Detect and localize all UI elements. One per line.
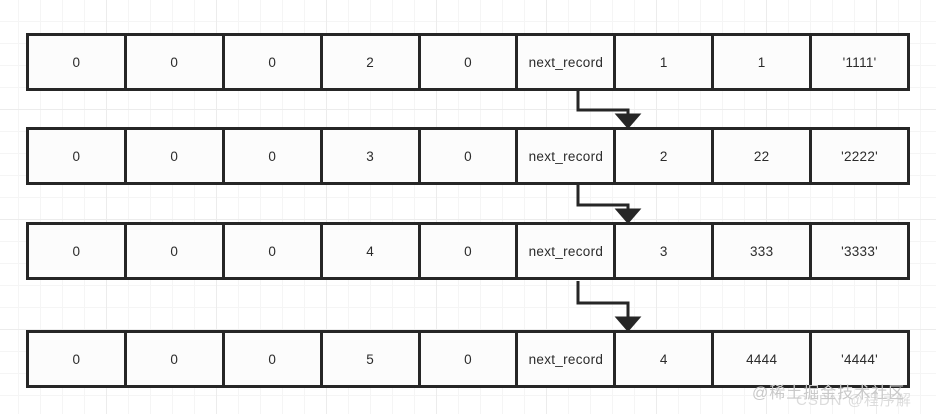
watermark-primary: @稀土掘金技术社区 [752, 385, 906, 402]
watermark-secondary: CSDN @程序解 [796, 392, 912, 409]
record-cell: 0 [225, 130, 323, 182]
record-cell: 0 [29, 333, 127, 385]
record-cell: 4 [616, 333, 715, 385]
record-row: 0 0 0 4 0 next_record 3 333 '3333' [26, 222, 910, 280]
record-cell: 0 [29, 225, 127, 277]
record-cell: 3 [616, 225, 715, 277]
record-cell: 0 [127, 36, 225, 88]
record-cell: '1111' [842, 54, 877, 70]
record-cell: 0 [421, 130, 519, 182]
record-cell: 0 [421, 225, 519, 277]
record-row: 0 0 0 2 0 next_record 1 1 '1111' [26, 33, 910, 91]
next-record-cell: next_record [518, 130, 617, 182]
record-cell: 0 [127, 130, 225, 182]
next-record-cell: next_record [518, 36, 617, 88]
next-record-arrow-1-to-2 [576, 91, 642, 129]
record-cell: 0 [127, 225, 225, 277]
record-cell: 0 [29, 36, 127, 88]
record-cell: 2 [616, 130, 715, 182]
record-cell: 0 [421, 36, 519, 88]
record-cell: '4444' [841, 351, 879, 367]
next-record-arrow-2-to-3 [576, 185, 642, 224]
record-cell: 0 [225, 36, 323, 88]
record-row: 0 0 0 5 0 next_record 4 4444 '4444' [26, 330, 910, 388]
record-cell: 22 [714, 130, 813, 182]
record-cell: 0 [225, 333, 323, 385]
record-cell: 5 [323, 333, 421, 385]
record-cell: '2222' [841, 148, 879, 164]
record-cell: 0 [225, 225, 323, 277]
next-record-cell: next_record [518, 333, 617, 385]
next-record-arrow-3-to-4 [576, 281, 642, 332]
record-cell: '3333' [841, 243, 879, 259]
record-cell: 333 [714, 225, 813, 277]
record-cell: 2 [323, 36, 421, 88]
record-cell: 1 [714, 36, 813, 88]
record-cell: 4444 [714, 333, 813, 385]
record-cell: 4 [323, 225, 421, 277]
record-cell: 0 [29, 130, 127, 182]
next-record-cell: next_record [518, 225, 617, 277]
record-cell: 3 [323, 130, 421, 182]
record-cell: 1 [616, 36, 715, 88]
record-row: 0 0 0 3 0 next_record 2 22 '2222' [26, 127, 910, 185]
record-cell: 0 [421, 333, 519, 385]
record-cell: 0 [127, 333, 225, 385]
